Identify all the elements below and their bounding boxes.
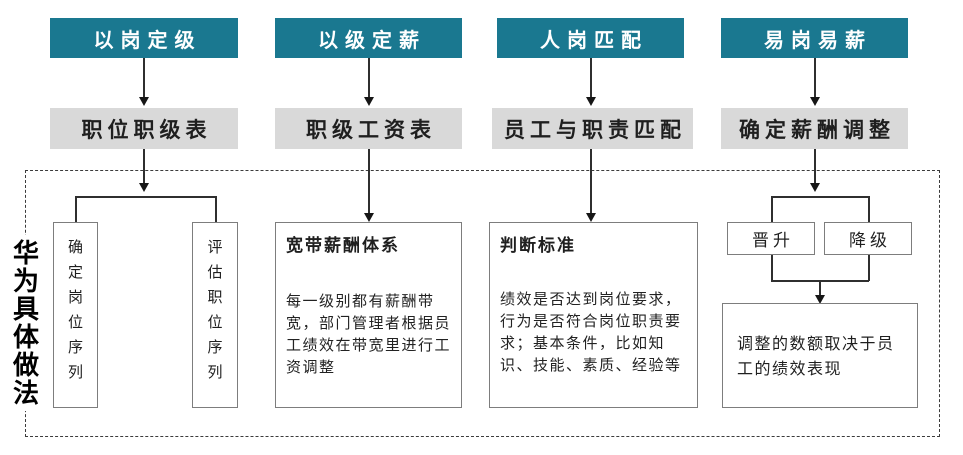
box-title: 判断标准 [500, 236, 576, 256]
box-determine-post-sequence: 确定岗位序列 [53, 222, 98, 408]
arrow-down-icon [586, 213, 596, 222]
sub-determine-adjustment: 确定薪酬调整 [721, 108, 908, 149]
connector-line [814, 149, 816, 183]
arrow-down-icon [810, 97, 820, 106]
box-broadband-pay-system: 宽带薪酬体系 每一级别都有薪酬带宽，部门管理者根据员工绩效在带宽里进行工资调整 [275, 222, 462, 408]
header-set-level-by-post: 以岗定级 [50, 18, 238, 58]
connector-line [868, 255, 870, 281]
sub-employee-duty-match: 员工与职责匹配 [492, 108, 693, 149]
box-judgment-criteria: 判断标准 绩效是否达到岗位要求，行为是否符合岗位职责要求；基本条件，比如知识、技… [489, 222, 698, 408]
connector-line [590, 58, 592, 98]
box-body: 每一级别都有薪酬带宽，部门管理者根据员工绩效在带宽里进行工资调整 [286, 292, 452, 376]
arrow-down-icon [364, 97, 374, 106]
box-promotion: 晋升 [727, 222, 815, 255]
connector-line [819, 280, 821, 296]
split-bracket [771, 196, 869, 198]
connector-line [215, 196, 217, 222]
arrow-down-icon [810, 183, 820, 192]
header-change-post-pay: 易岗易薪 [721, 18, 908, 58]
sub-grade-salary-table: 职级工资表 [275, 108, 462, 149]
side-label-huawei-practice: 华为具体做法 [6, 235, 41, 411]
connector-line [771, 196, 773, 222]
header-set-pay-by-level: 以级定薪 [275, 18, 462, 58]
connector-line [75, 196, 77, 222]
sub-position-grade-table: 职位职级表 [50, 108, 238, 149]
box-evaluate-position-sequence: 评估职位序列 [192, 222, 238, 408]
connector-line [143, 149, 145, 183]
arrow-down-icon [815, 295, 825, 304]
connector-line [590, 149, 592, 214]
connector-line [771, 255, 773, 281]
box-demotion: 降级 [824, 222, 912, 255]
vertical-text: 确定岗位序列 [66, 239, 84, 389]
connector-line [868, 196, 870, 222]
arrow-down-icon [586, 97, 596, 106]
arrow-down-icon [139, 183, 149, 192]
box-adjustment-amount: 调整的数额取决于员工的绩效表现 [722, 303, 918, 408]
connector-line [368, 149, 370, 214]
arrow-down-icon [139, 97, 149, 106]
vertical-text: 评估职位序列 [205, 239, 224, 389]
box-body: 绩效是否达到岗位要求，行为是否符合岗位职责要求；基本条件，比如知识、技能、素质、… [500, 290, 682, 374]
box-title: 宽带薪酬体系 [286, 236, 400, 256]
result-text: 调整的数额取决于员工的绩效表现 [737, 333, 895, 378]
header-person-post-match: 人岗匹配 [497, 18, 684, 58]
arrow-down-icon [364, 213, 374, 222]
connector-line [814, 58, 816, 98]
split-bracket [75, 196, 216, 198]
connector-line [143, 58, 145, 98]
connector-line [368, 58, 370, 98]
